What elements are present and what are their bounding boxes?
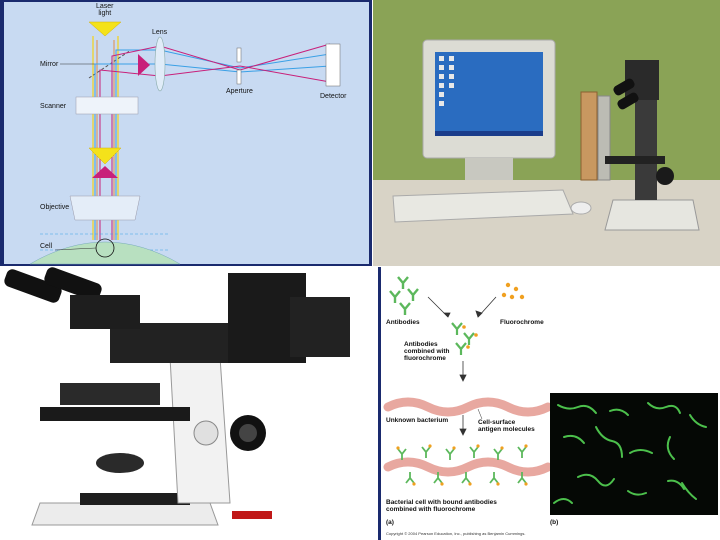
- mouse: [570, 201, 592, 215]
- combined-label-line2: combined with: [404, 348, 450, 356]
- lab-workstation-photo: [373, 0, 720, 266]
- cell-shape: [29, 241, 181, 265]
- mirror-label: Mirror: [40, 61, 59, 68]
- emission-icon: [92, 166, 118, 178]
- eyepiece-1: [613, 78, 635, 96]
- antigen-pointer: [477, 408, 483, 420]
- objective-turret: [60, 383, 160, 405]
- power-indicator: [232, 511, 272, 519]
- objective-lens: [69, 195, 141, 221]
- confocal-diagram-panel: Laser light Lens Mirror Scanner Aperture…: [0, 0, 372, 266]
- bound-label: Bacterial cell with bound antibodies com…: [386, 499, 497, 513]
- antibodies-label: Antibodies: [386, 319, 420, 326]
- excitation-icon: [88, 147, 122, 165]
- microscope-stage: [40, 407, 190, 421]
- binocular-body: [70, 295, 140, 329]
- combined-label-line3: fluorochrome: [404, 355, 446, 363]
- bound-label-line1: Bacterial cell with bound antibodies: [386, 499, 497, 506]
- part-b-label: (b): [550, 519, 559, 526]
- workstation-illustration: [373, 0, 720, 266]
- eyepiece-right: [44, 267, 102, 301]
- monitor-screen: [435, 52, 543, 136]
- bound-dots: [396, 444, 528, 486]
- detector-box: [325, 43, 341, 87]
- lamp-housing: [290, 297, 350, 357]
- fluorescent-bacteria: [553, 402, 707, 504]
- book-2: [597, 95, 611, 181]
- confocal-diagram: [4, 2, 369, 265]
- arrows: [427, 296, 497, 436]
- lens-label: Lens: [152, 29, 168, 36]
- fluorescence-emission-icon: [138, 54, 150, 76]
- detector-label: Detector: [320, 93, 347, 100]
- microscope-base: [604, 199, 700, 231]
- combined-antibodies: [451, 322, 475, 355]
- microscope-arm: [635, 100, 657, 200]
- keyboard: [392, 189, 574, 223]
- cell-label: Cell: [40, 243, 53, 250]
- microscope-photo: [0, 267, 377, 540]
- fluorochrome-label: Fluorochrome: [500, 319, 544, 326]
- antibody-cluster: [389, 276, 419, 315]
- scanner-label: Scanner: [40, 103, 67, 110]
- laser-source-icon: [88, 21, 122, 37]
- fluorochrome-dots: [501, 282, 525, 300]
- focus-knob: [656, 167, 674, 185]
- monitor-stand: [465, 158, 513, 180]
- aperture-bottom: [236, 69, 242, 85]
- antigen-label: Cell-surface antigen molecules: [478, 419, 535, 433]
- scanner-box: [75, 96, 139, 115]
- bound-label-line2: combined with fluorochrome: [386, 506, 476, 514]
- eyepiece-left: [4, 269, 62, 303]
- microscope-stage: [605, 156, 665, 164]
- laser-label-line1: Laser: [96, 3, 114, 10]
- objective-label: Objective: [40, 204, 70, 211]
- part-a-label: (a): [386, 519, 394, 526]
- fluorescent-antibody-diagram: [381, 267, 720, 540]
- desktop-icons: [439, 56, 454, 106]
- copyright-text: Copyright © 2004 Pearson Education, Inc.…: [386, 531, 526, 536]
- bound-bacterium: [383, 457, 553, 477]
- taskbar: [435, 131, 543, 136]
- base-light-housing: [80, 493, 190, 505]
- microscope-illustration: [0, 267, 377, 540]
- combined-label-line1: Antibodies: [404, 341, 438, 348]
- combined-label: Antibodies combined with fluorochrome: [404, 341, 450, 362]
- laser-label-line2: light: [98, 10, 112, 18]
- diagram-background: [4, 2, 369, 264]
- stage-knob: [193, 420, 219, 446]
- condenser: [96, 453, 144, 473]
- cell-pointer: [54, 247, 97, 251]
- bound-antibodies: [397, 446, 527, 484]
- book-1: [580, 91, 598, 181]
- laser-light-label: Laser light: [96, 3, 114, 18]
- aperture-label: Aperture: [226, 88, 253, 95]
- combined-dots: [462, 325, 478, 349]
- antigen-label-line2: antigen molecules: [478, 426, 535, 434]
- fine-focus-knob: [239, 424, 257, 442]
- aperture-top: [236, 47, 242, 63]
- microscope-head: [110, 323, 230, 363]
- fluorescent-antibody-panel: Antibodies Fluorochrome Antibodies combi…: [378, 267, 720, 540]
- unknown-bacterium: [383, 397, 553, 417]
- microscope-base: [31, 502, 219, 526]
- eyepiece-2: [617, 92, 639, 110]
- antigen-label-line1: Cell-surface: [478, 419, 516, 426]
- lens-shape: [154, 36, 166, 92]
- unknown-bacterium-label: Unknown bacterium: [386, 417, 449, 424]
